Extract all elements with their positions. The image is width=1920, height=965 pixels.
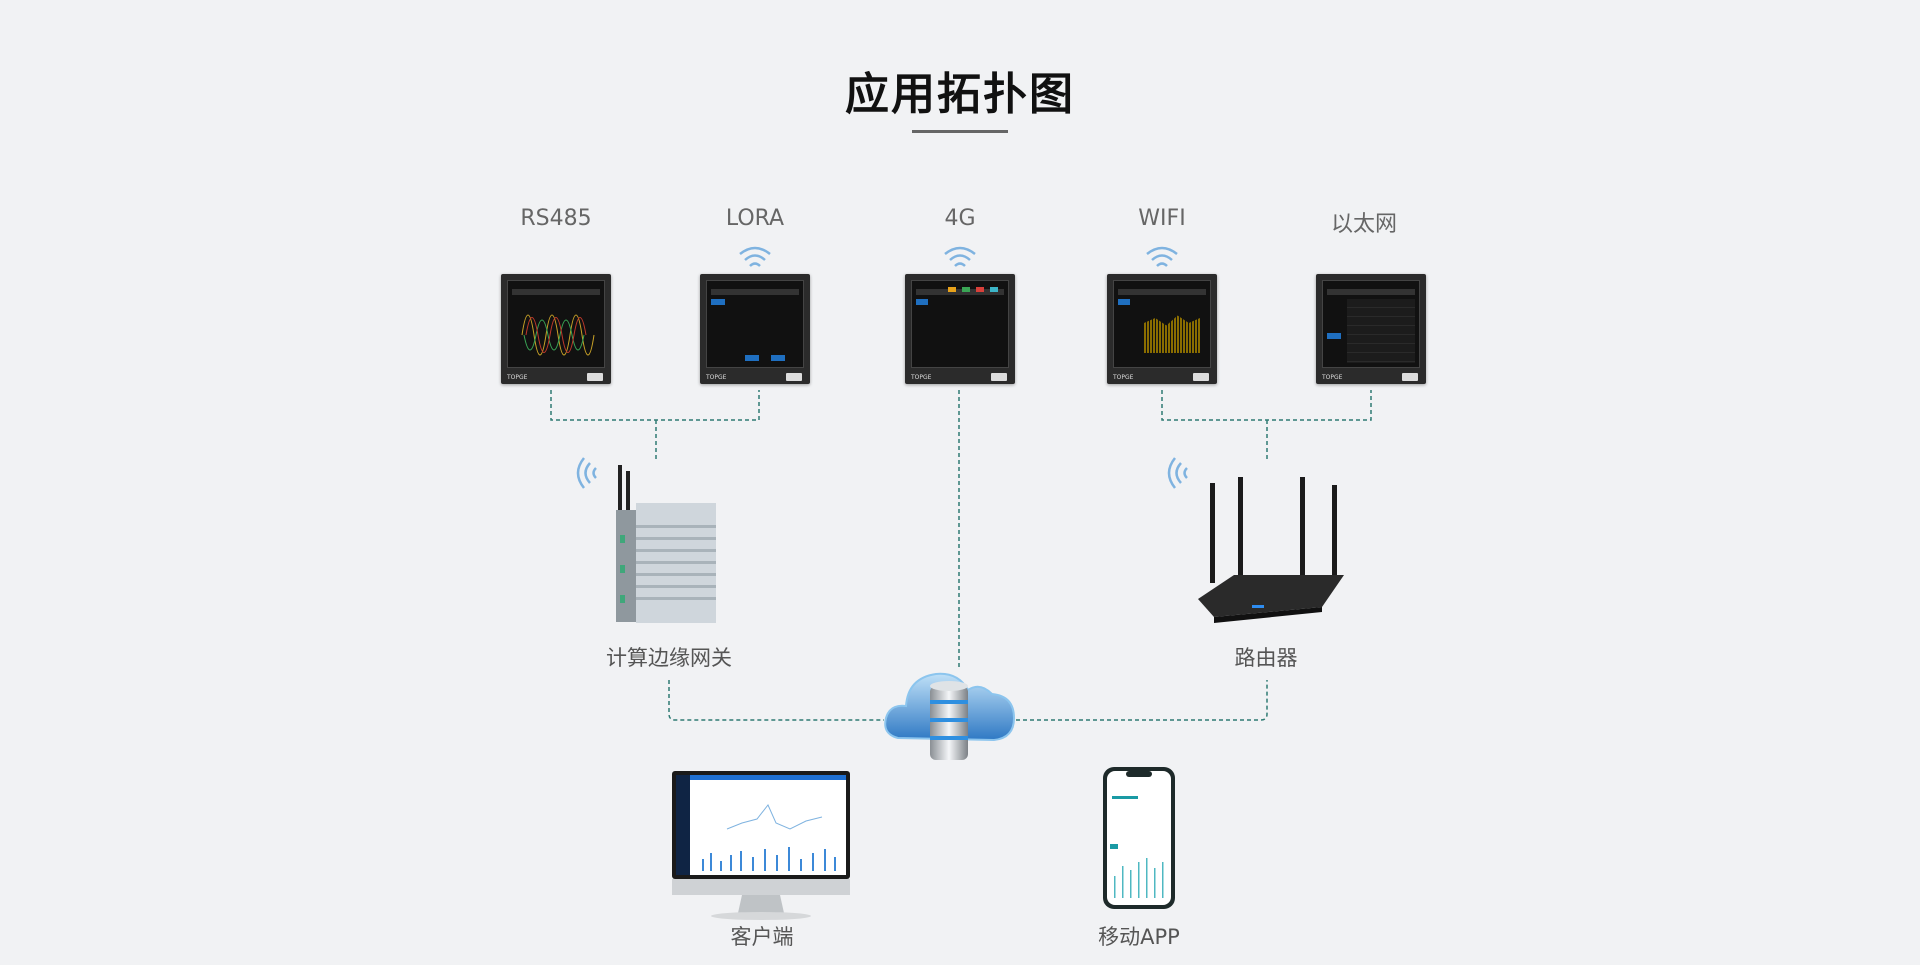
cloud-database-icon: [884, 672, 1016, 760]
panel-button: [991, 373, 1007, 381]
desktop-monitor-icon: [672, 771, 850, 920]
meter-panel-ethernet: TOPGE: [1316, 274, 1426, 384]
wifi-icon: [576, 457, 597, 489]
panel-button: [1402, 373, 1418, 381]
protocol-label-rs485: RS485: [520, 206, 592, 231]
link-wifi-ethernet-router: [1161, 390, 1372, 459]
mobile-app-label: 移动APP: [1098, 925, 1180, 949]
panel-button: [587, 373, 603, 381]
page-title: 应用拓扑图: [845, 69, 1075, 120]
waveform-icon: [521, 314, 595, 356]
protocol-label-4g: 4G: [944, 206, 976, 231]
meter-panel-4g: TOPGE: [905, 274, 1015, 384]
wifi-icon: [1167, 457, 1188, 489]
wifi-icon: [1146, 246, 1178, 267]
link-router-cloud: [1016, 680, 1268, 721]
meter-panel-lora: TOPGE: [700, 274, 810, 384]
protocol-label-ethernet: 以太网: [1330, 212, 1397, 237]
panel-brand: TOPGE: [1322, 374, 1343, 381]
mobile-phone-icon: [1103, 767, 1175, 909]
panel-brand: TOPGE: [1113, 374, 1134, 381]
panel-button: [1193, 373, 1209, 381]
panel-button: [786, 373, 802, 381]
wifi-icon: [944, 246, 976, 267]
client-label: 客户端: [730, 925, 794, 949]
router-device: [1198, 477, 1344, 623]
panel-brand: TOPGE: [911, 374, 932, 381]
title-underline: [912, 130, 1008, 133]
gateway-label: 计算边缘网关: [606, 646, 732, 670]
panel-brand: TOPGE: [706, 374, 727, 381]
meter-panel-rs485: TOPGE: [501, 274, 611, 384]
protocol-label-wifi: WIFI: [1138, 206, 1186, 231]
wifi-icon: [739, 246, 771, 267]
link-rs485-lora-gateway: [550, 390, 760, 459]
link-gateway-cloud: [668, 680, 884, 721]
panel-brand: TOPGE: [507, 374, 528, 381]
protocol-label-lora: LORA: [725, 206, 785, 231]
router-label: 路由器: [1234, 646, 1298, 670]
meter-panel-wifi: TOPGE: [1107, 274, 1217, 384]
edge-gateway-device: [616, 465, 716, 623]
